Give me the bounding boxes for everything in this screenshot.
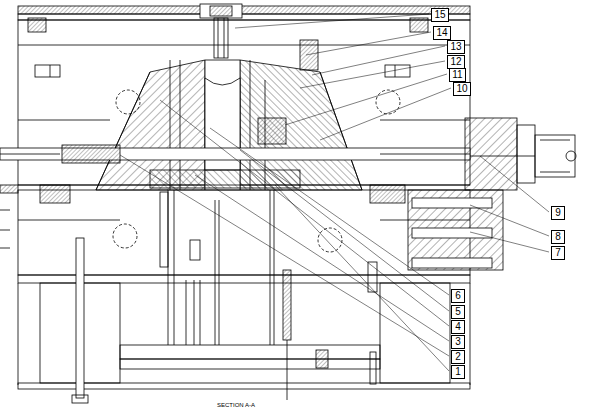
- callout-box: 8: [551, 230, 565, 244]
- callout-number: 8: [555, 232, 561, 242]
- callout-box: 11: [449, 68, 466, 82]
- callout-number: 7: [555, 248, 561, 258]
- callout-number: 11: [452, 70, 462, 80]
- callout-box: 4: [451, 320, 465, 334]
- callout-box: 5: [451, 305, 465, 319]
- callout-box: 7: [551, 246, 565, 260]
- callout-box: 14: [433, 26, 451, 40]
- callout-box: 3: [451, 335, 465, 349]
- callout-number: 4: [455, 322, 461, 332]
- callout-box: 1: [451, 365, 465, 379]
- callout-number: 12: [450, 57, 461, 67]
- callout-box: 6: [451, 289, 465, 303]
- callout-box: 9: [551, 206, 565, 220]
- callout-box: 12: [447, 55, 465, 69]
- section-label: SECTION A-A: [216, 402, 256, 409]
- callout-box: 15: [431, 8, 449, 22]
- callout-box: 2: [451, 350, 465, 364]
- callout-box: 10: [453, 82, 471, 96]
- callout-number: 2: [455, 352, 461, 362]
- callout-number: 9: [555, 208, 561, 218]
- callout-number: 3: [455, 337, 461, 347]
- callout-number: 5: [455, 307, 461, 317]
- callout-number: 6: [455, 291, 461, 301]
- callout-number: 10: [456, 84, 467, 94]
- callout-number: 13: [450, 42, 461, 52]
- callout-box: 13: [447, 40, 465, 54]
- callout-number: 14: [436, 28, 447, 38]
- callout-number: 15: [434, 10, 445, 20]
- callout-number: 1: [455, 367, 461, 377]
